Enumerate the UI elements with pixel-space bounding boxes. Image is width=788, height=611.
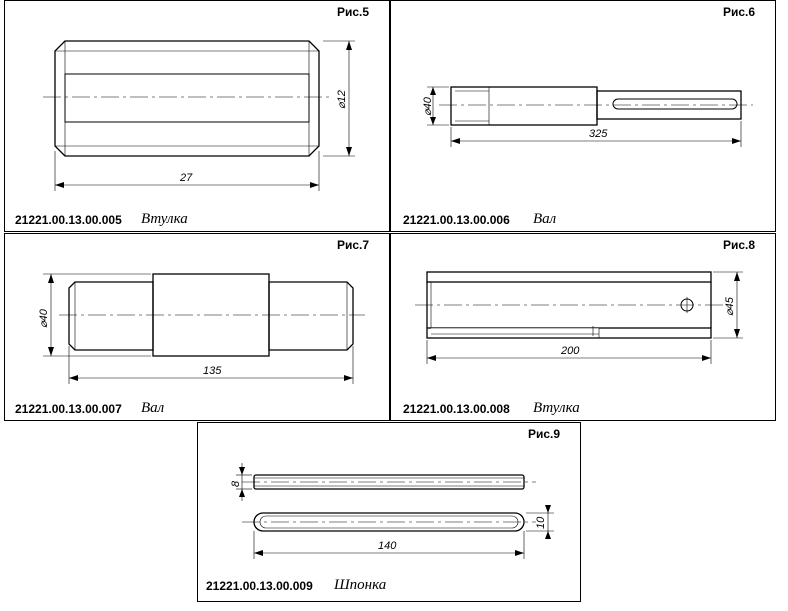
key-drawing: 8 10 140: [230, 463, 554, 559]
figure-label: Рис.6: [722, 5, 755, 19]
length-dimension: 200: [560, 345, 580, 357]
length-dimension: 140: [378, 540, 397, 552]
bushing-drawing: ⌀12 27: [43, 40, 355, 191]
part-code: 21221.00.13.00.006: [403, 213, 510, 227]
part-code: 21221.00.13.00.007: [15, 402, 122, 416]
figure-label: Рис.8: [722, 238, 755, 252]
width-dimension: 10: [535, 516, 547, 529]
part-name: Шпонка: [334, 577, 387, 593]
part-name: Вал: [141, 400, 165, 416]
figure-label: Рис.5: [336, 5, 369, 19]
shaft-drawing: ⌀40 325: [422, 86, 753, 147]
figure-label: Рис.9: [527, 427, 560, 441]
diameter-dimension: ⌀12: [336, 90, 348, 109]
length-dimension: 27: [179, 172, 193, 184]
figure-label: Рис.7: [336, 238, 369, 252]
part-code: 21221.00.13.00.009: [206, 579, 313, 593]
drawing-panel-fig7: Рис.7 ⌀40 135 21221.00.13.00.007 Вал: [4, 233, 390, 421]
thickness-dimension: 8: [230, 480, 242, 487]
drawing-panel-fig9: Рис.9 8 10 140 21221.00.13.00.009 Шпонка: [197, 422, 581, 602]
diameter-dimension: ⌀45: [724, 296, 736, 316]
drawing-panel-fig6: Рис.6 ⌀40 325 21221.00.13.00.006 Вал: [390, 0, 776, 232]
part-name: Втулка: [141, 211, 188, 227]
part-name: Вал: [533, 211, 557, 227]
shaft-drawing: ⌀40 135: [38, 273, 365, 384]
drawing-panel-fig8: Рис.8 ⌀45 200 21221.00.13.: [390, 233, 776, 421]
part-name: Втулка: [533, 400, 580, 416]
sleeve-drawing: ⌀45 200: [415, 271, 743, 364]
diameter-dimension: ⌀40: [422, 96, 434, 116]
diameter-dimension: ⌀40: [38, 308, 50, 328]
part-code: 21221.00.13.00.008: [403, 402, 510, 416]
part-code: 21221.00.13.00.005: [15, 213, 122, 227]
drawing-panel-fig5: Рис.5 ⌀12 27 21221.00.13.00.005 Втулка: [4, 0, 390, 232]
length-dimension: 325: [589, 128, 608, 140]
length-dimension: 135: [203, 365, 222, 377]
